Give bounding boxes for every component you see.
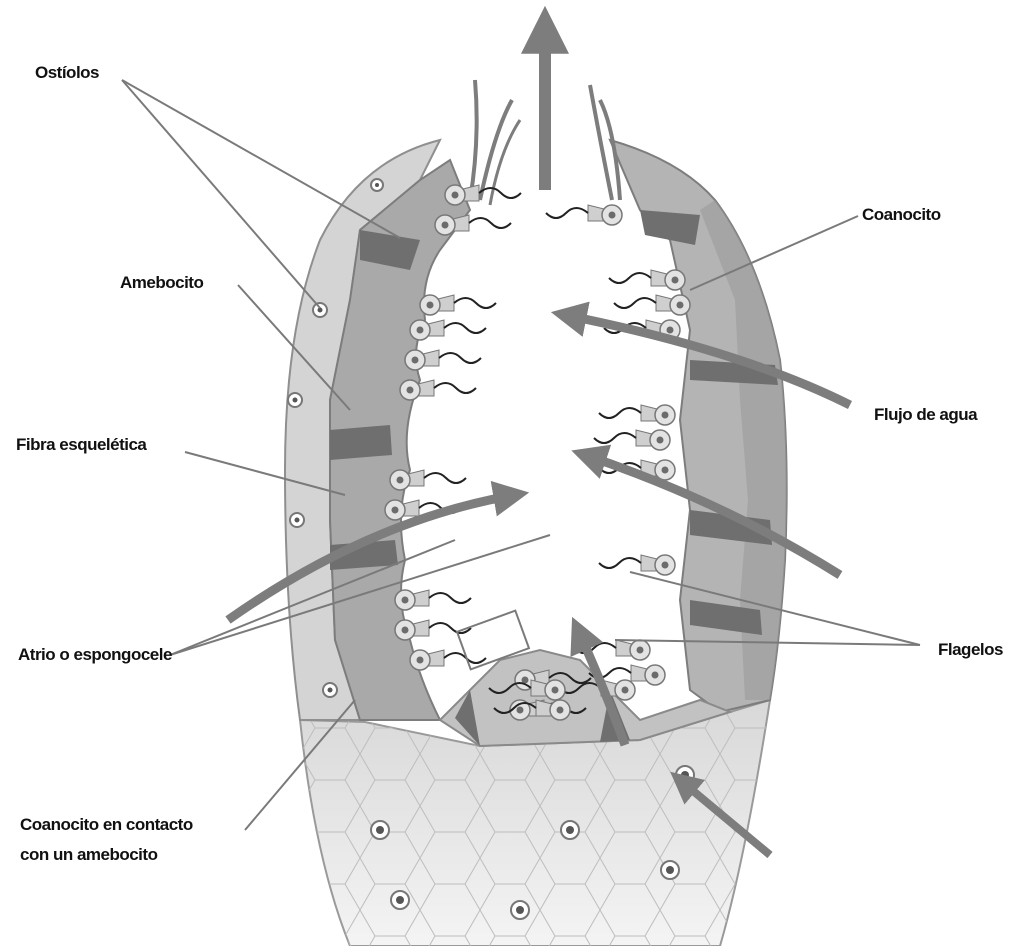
label-amebocito: Amebocito xyxy=(120,273,203,292)
choanocyte-cell-icon xyxy=(395,590,471,610)
label-ostiolos: Ostíolos xyxy=(35,63,99,82)
choanocyte-cell-icon xyxy=(614,295,690,315)
choanocyte-cell-icon xyxy=(599,405,675,425)
porocyte-icon xyxy=(323,683,337,697)
sponge-body xyxy=(285,80,787,946)
choanocyte-cell-icon xyxy=(594,430,670,450)
label-coanocito: Coanocito xyxy=(862,205,941,224)
porocyte-icon xyxy=(371,179,383,191)
choanocyte-cell-icon xyxy=(405,350,481,370)
porocyte-icon xyxy=(290,513,304,527)
leader-ostiolos-1 xyxy=(122,80,400,238)
choanocyte-cell-icon xyxy=(410,320,486,340)
label-fibra-esqueletica: Fibra esquelética xyxy=(16,435,147,454)
choanocyte-cell-icon xyxy=(435,215,511,235)
porocyte-icon xyxy=(391,891,409,909)
choanocyte-cell-icon xyxy=(400,380,476,400)
label-flagelos: Flagelos xyxy=(938,640,1003,659)
choanocyte-cell-icon xyxy=(609,270,685,290)
choanocyte-cell-icon xyxy=(390,470,466,490)
porocyte-icon xyxy=(661,861,679,879)
choanocyte-cell-icon xyxy=(420,295,496,315)
choanocyte-cell-icon xyxy=(546,205,622,225)
porocyte-icon xyxy=(511,901,529,919)
porocyte-icon xyxy=(561,821,579,839)
label-coanocito-contacto-line2: con un amebocito xyxy=(20,845,158,864)
label-coanocito-contacto-line1: Coanocito en contacto xyxy=(20,815,193,834)
porocyte-icon xyxy=(371,821,389,839)
porocyte-icon xyxy=(288,393,302,407)
label-flujo-de-agua: Flujo de agua xyxy=(874,405,978,424)
porocyte-icon xyxy=(313,303,327,317)
label-atrio: Atrio o espongocele xyxy=(18,645,172,664)
choanocyte-cell-icon xyxy=(599,555,675,575)
